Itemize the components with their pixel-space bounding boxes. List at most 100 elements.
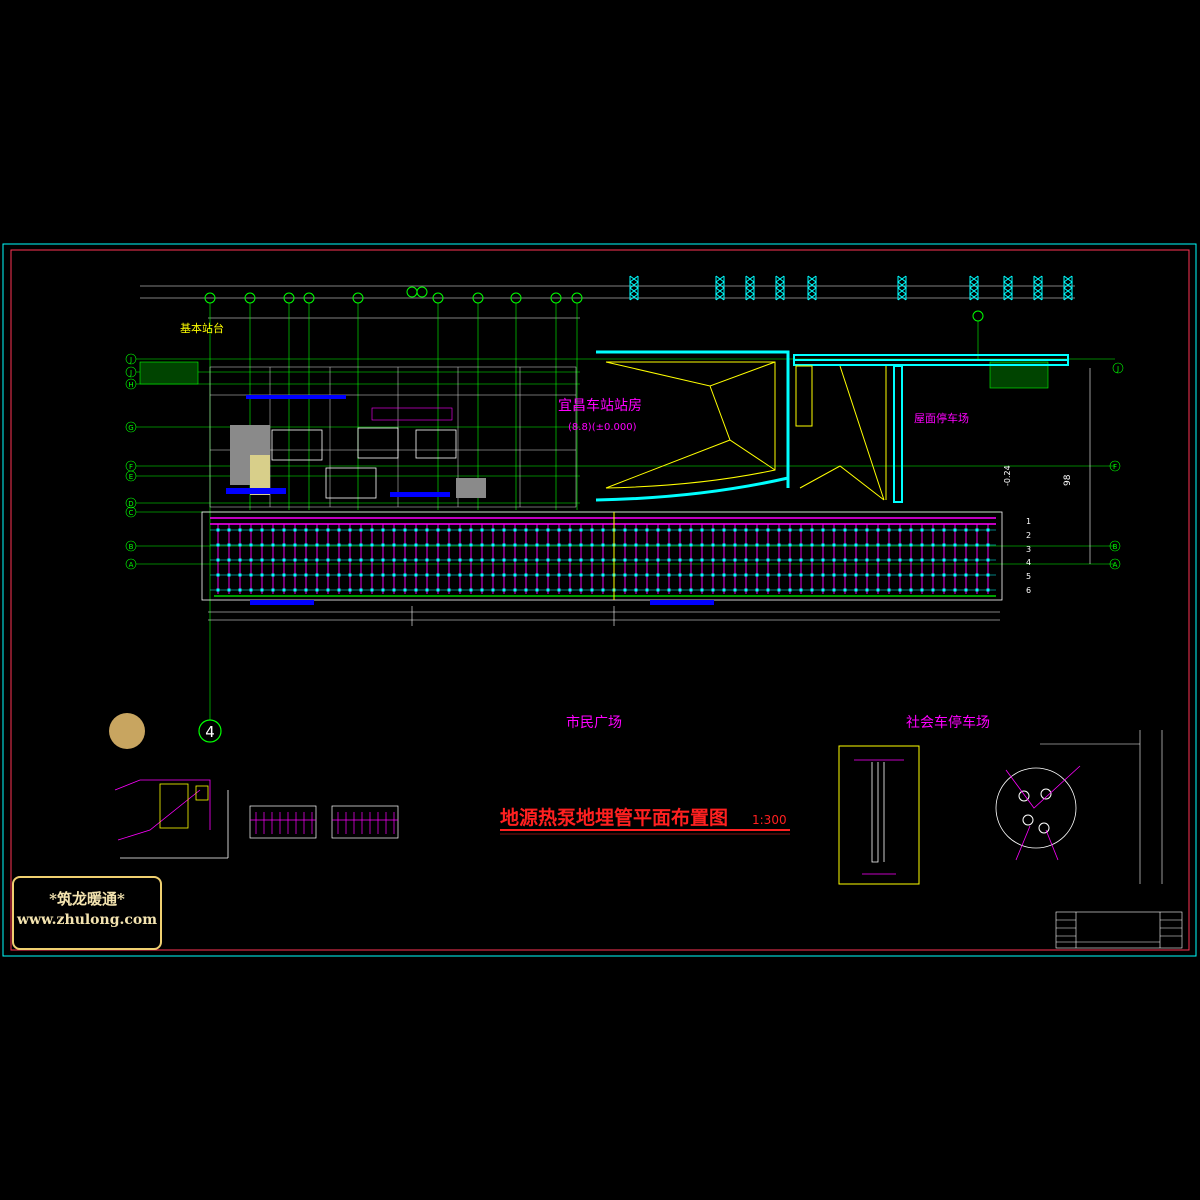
borehole-well — [887, 558, 891, 562]
borehole-well — [535, 573, 539, 577]
borehole-well — [238, 528, 242, 532]
borehole-well — [931, 573, 935, 577]
borehole-well — [700, 528, 704, 532]
borehole-well — [216, 558, 220, 562]
borehole-well — [876, 558, 880, 562]
borehole-well — [722, 543, 726, 547]
borehole-well — [678, 528, 682, 532]
borehole-well — [458, 573, 462, 577]
borehole-well — [953, 588, 957, 592]
borehole-well — [326, 588, 330, 592]
borehole-well — [722, 588, 726, 592]
watermark-line2: www.zhulong.com — [16, 912, 158, 928]
label-station-elevation: (8.8)(±0.000) — [568, 422, 637, 433]
borehole-well — [326, 543, 330, 547]
borehole-well — [579, 588, 583, 592]
borehole-well — [942, 543, 946, 547]
borehole-well — [535, 543, 539, 547]
borehole-well — [337, 543, 341, 547]
borehole-well — [249, 573, 253, 577]
borehole-well — [535, 528, 539, 532]
borehole-well — [678, 558, 682, 562]
borehole-well — [964, 588, 968, 592]
borehole-well — [744, 543, 748, 547]
borehole-well — [931, 588, 935, 592]
station-roof — [605, 361, 776, 489]
borehole-well — [282, 543, 286, 547]
borehole-well — [711, 528, 715, 532]
borehole-well — [304, 558, 308, 562]
borehole-well — [315, 528, 319, 532]
borehole-well — [370, 528, 374, 532]
borehole-well — [645, 543, 649, 547]
borehole-well — [579, 558, 583, 562]
borehole-well — [392, 558, 396, 562]
label-dim-98: 98 — [1063, 474, 1073, 486]
borehole-well — [590, 528, 594, 532]
detail-borehole-plan — [995, 730, 1163, 884]
axis-4-bubble — [198, 719, 222, 743]
borehole-well — [513, 558, 517, 562]
borehole-well — [601, 543, 605, 547]
row-number-label: 1 — [1026, 517, 1031, 526]
borehole-well — [711, 588, 715, 592]
north-compass — [109, 713, 145, 749]
borehole-well — [425, 558, 429, 562]
borehole-well — [260, 588, 264, 592]
borehole-well — [887, 573, 891, 577]
borehole-well — [700, 543, 704, 547]
borehole-well — [865, 528, 869, 532]
borehole-well — [909, 558, 913, 562]
borehole-well — [359, 588, 363, 592]
vertical-axis-lines — [209, 303, 979, 720]
borehole-well — [392, 588, 396, 592]
borehole-well — [524, 528, 528, 532]
axis-letter-left: F — [129, 463, 133, 471]
borehole-well — [656, 588, 660, 592]
borehole-well — [645, 558, 649, 562]
borehole-well — [546, 588, 550, 592]
borehole-well — [249, 558, 253, 562]
borehole-well — [304, 573, 308, 577]
horizontal-axis-lines — [125, 353, 1124, 570]
borehole-well — [678, 573, 682, 577]
borehole-well — [986, 573, 990, 577]
borehole-well — [755, 558, 759, 562]
label-station-building: 宜昌车站站房 — [558, 397, 642, 414]
borehole-well — [799, 558, 803, 562]
borehole-well — [370, 543, 374, 547]
borehole-well — [502, 558, 506, 562]
borehole-well — [832, 543, 836, 547]
borehole-well — [986, 543, 990, 547]
watermark-logo: *筑龙暖通* www.zhulong.com — [12, 876, 162, 950]
axis-letter-right: A — [1113, 561, 1118, 569]
borehole-well — [733, 528, 737, 532]
borehole-well — [337, 573, 341, 577]
borehole-well — [392, 528, 396, 532]
borehole-well — [953, 528, 957, 532]
borehole-well — [667, 543, 671, 547]
borehole-well — [315, 573, 319, 577]
borehole-well — [821, 543, 825, 547]
borehole-well — [227, 573, 231, 577]
borehole-well — [942, 588, 946, 592]
borehole-well — [843, 588, 847, 592]
borehole-well — [601, 558, 605, 562]
borehole-well — [942, 573, 946, 577]
borehole-well — [799, 573, 803, 577]
axis-letter-left: J — [129, 369, 132, 377]
borehole-well — [909, 543, 913, 547]
borehole-well — [524, 588, 528, 592]
borehole-well — [403, 528, 407, 532]
borehole-well — [821, 528, 825, 532]
pipe-field-frame — [201, 511, 1003, 601]
borehole-well — [381, 528, 385, 532]
borehole-well — [216, 528, 220, 532]
borehole-well — [755, 573, 759, 577]
borehole-well — [601, 588, 605, 592]
borehole-well — [579, 528, 583, 532]
axis-letter-right: J — [1116, 365, 1119, 373]
borehole-well — [656, 573, 660, 577]
